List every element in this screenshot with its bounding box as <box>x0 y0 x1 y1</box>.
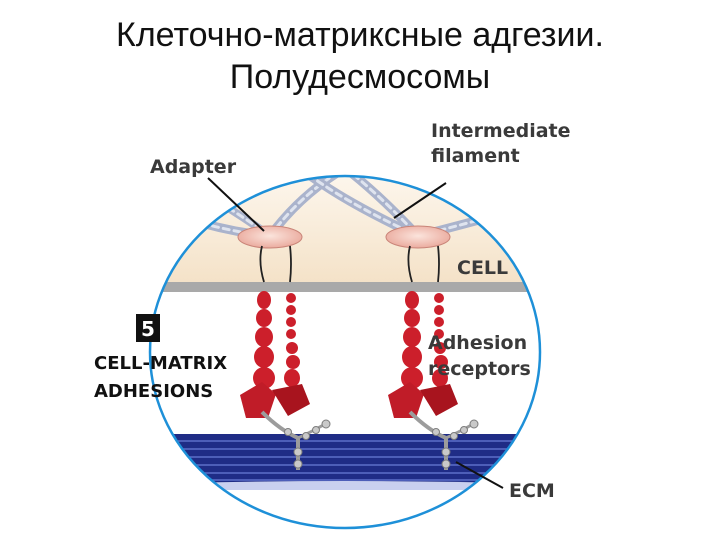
slide-title-line-2: Полудесмосомы <box>229 58 491 96</box>
label-adhesion-receptors-1: Adhesion <box>428 332 527 354</box>
section-number-badge <box>136 314 160 342</box>
section-name-line-1: CELL-MATRIX <box>94 353 227 374</box>
magnifier-outline <box>148 174 542 530</box>
slide-title: Клеточно-матриксные адгезии. Полудесмосо… <box>0 14 720 98</box>
label-intermediate-filament-1: Intermediate <box>431 120 571 142</box>
label-intermediate-filament-2: filament <box>431 145 520 167</box>
leader-lines <box>207 177 504 489</box>
plasma-membrane <box>150 282 540 292</box>
adapter-plaque-left <box>237 225 303 249</box>
section-name-line-2: ADHESIONS <box>94 381 213 402</box>
label-ecm: ECM <box>509 480 555 502</box>
slide-title-line-1: Клеточно-матриксные адгезии. <box>116 16 604 54</box>
extracellular-space <box>150 288 540 436</box>
section-number: 5 <box>141 317 155 341</box>
adhesion-receptor-right <box>388 245 479 470</box>
label-adapter: Adapter <box>150 156 237 178</box>
label-cell: CELL <box>457 257 508 279</box>
adapter-plaque-right <box>385 225 451 249</box>
adhesion-receptor-left <box>240 245 331 470</box>
label-adhesion-receptors-2: receptors <box>428 358 531 380</box>
ecm-band <box>150 434 540 528</box>
